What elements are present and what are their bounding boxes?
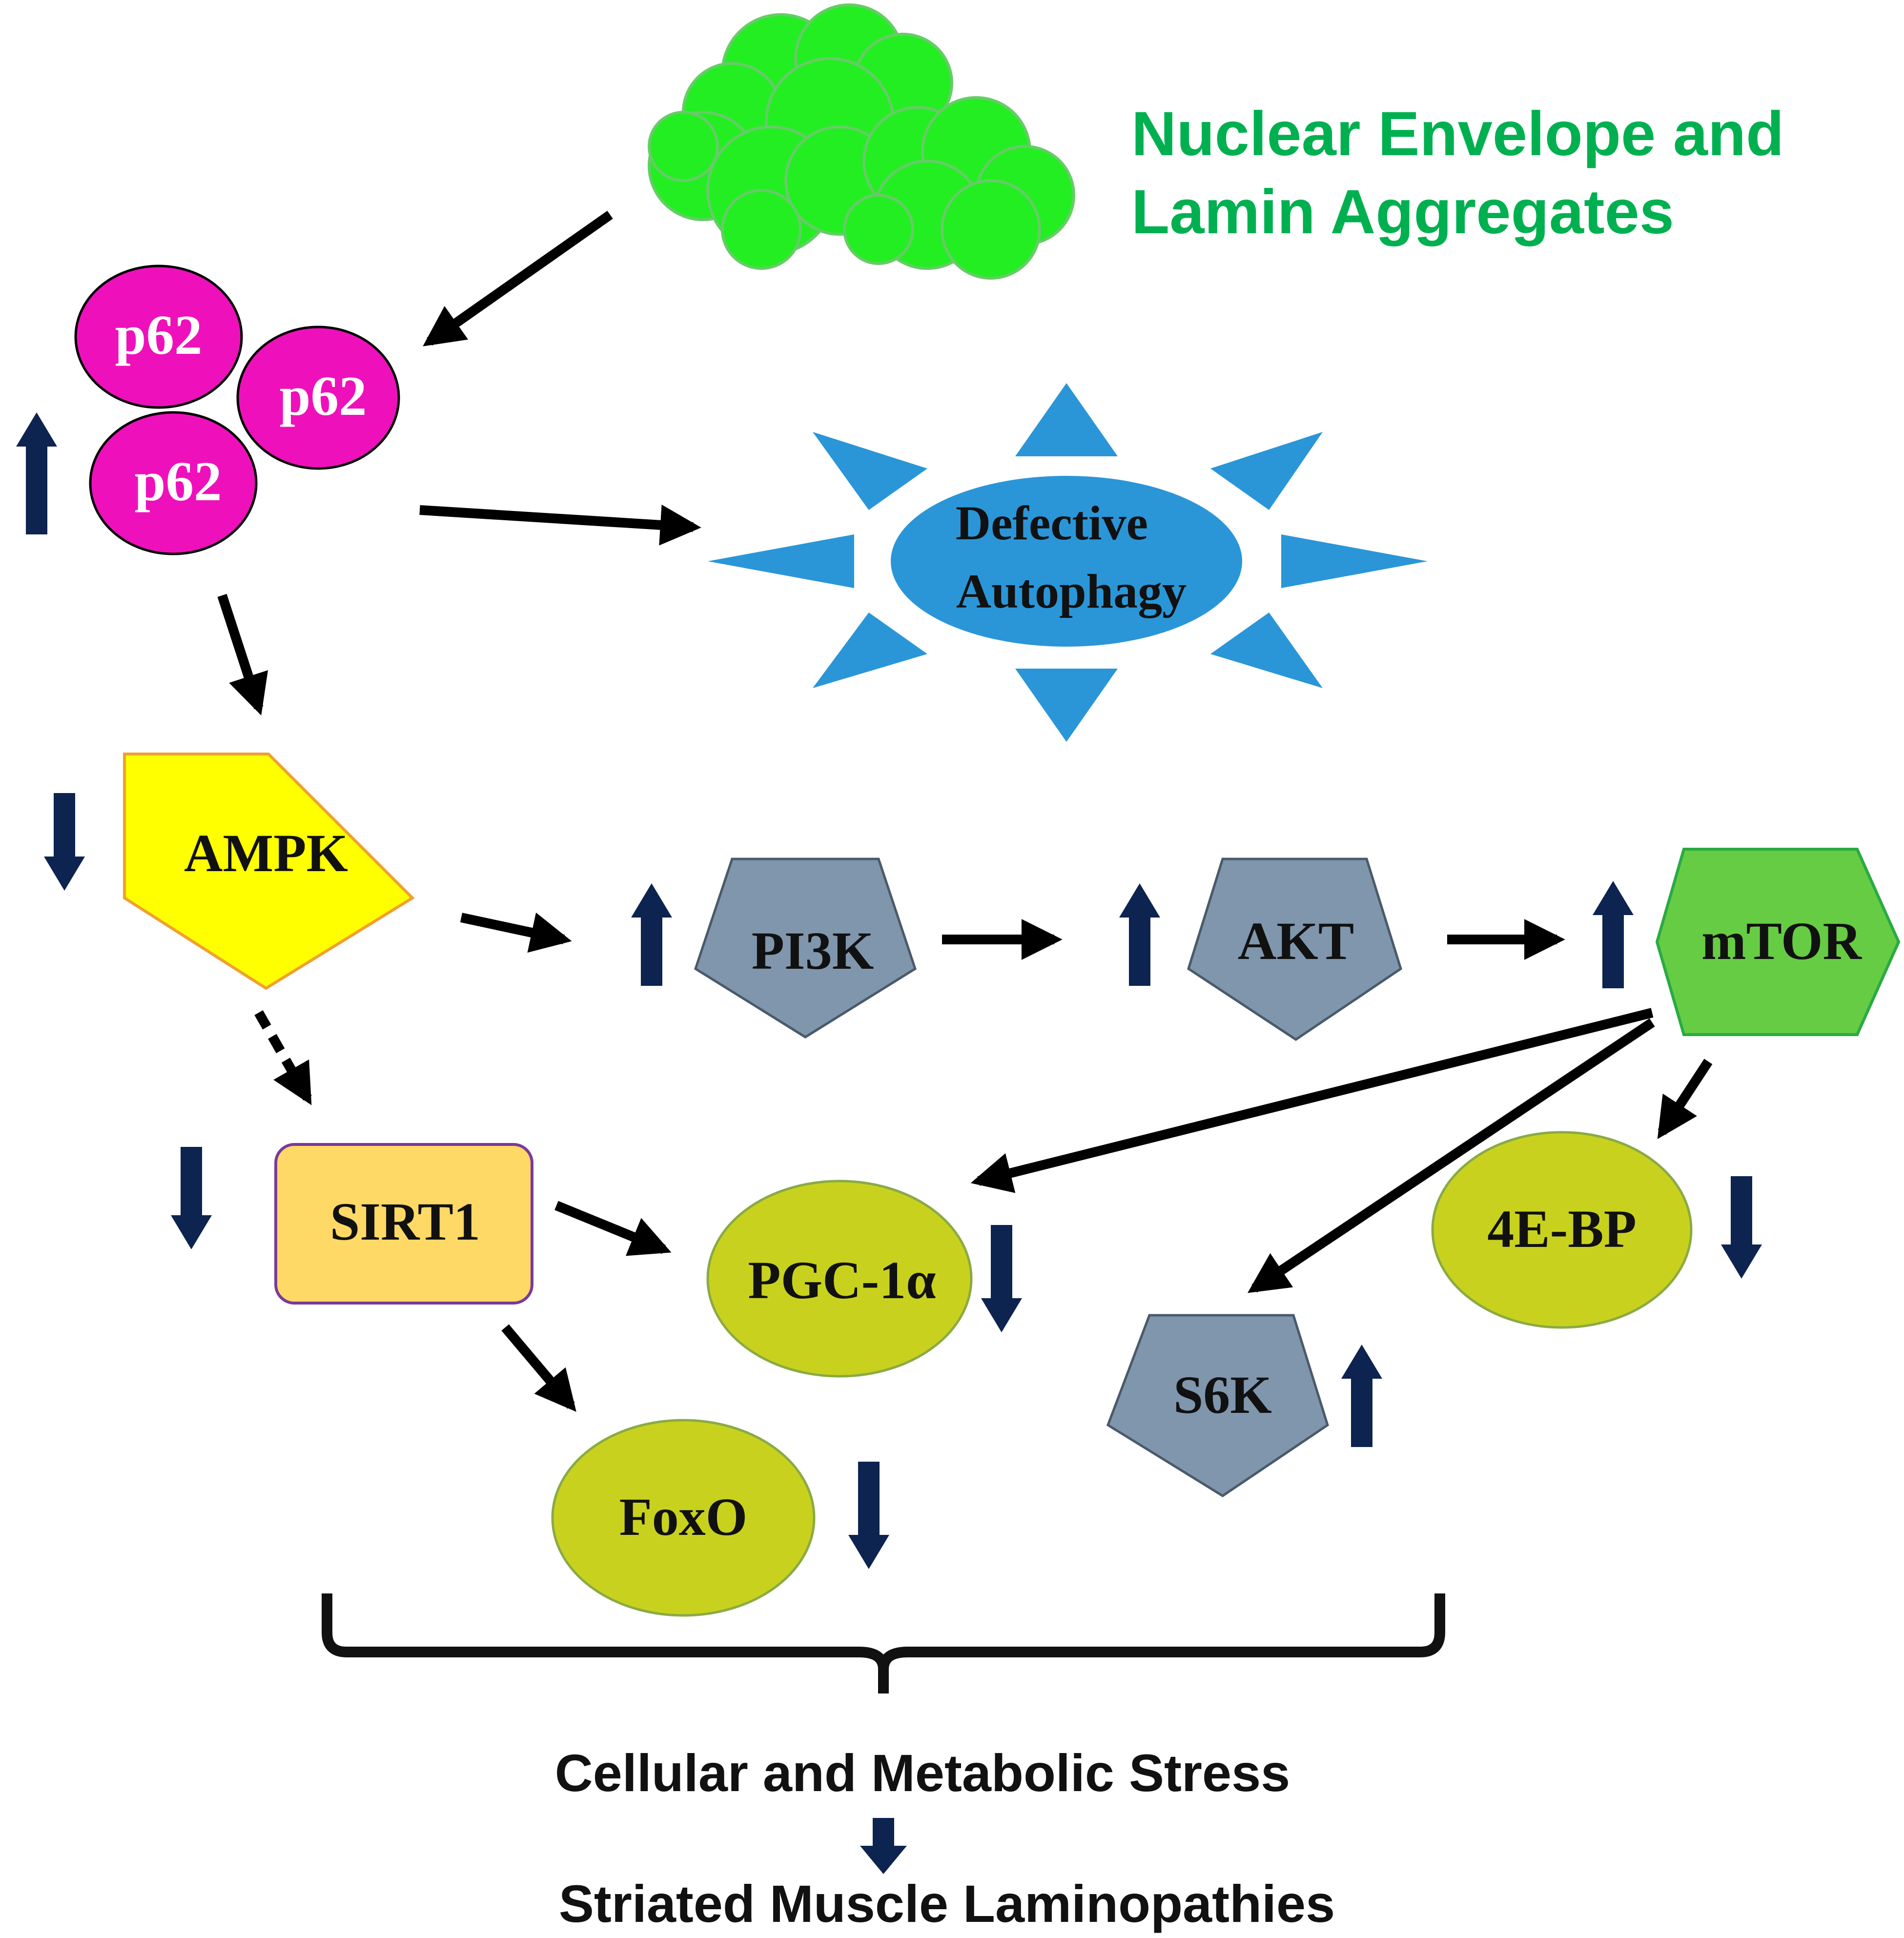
autophagy-star-rays xyxy=(708,383,1428,742)
autophagy-label-line1: Defective xyxy=(956,496,1148,550)
4ebp-node: 4E-BP xyxy=(1431,1131,1693,1329)
down-arrow-icon xyxy=(44,793,85,891)
s6k-label: S6K xyxy=(1173,1365,1272,1425)
p62-label-1: p62 xyxy=(115,304,203,366)
lamin-aggregates-icon xyxy=(648,3,1075,280)
down-arrow-icon xyxy=(1721,1176,1762,1279)
up-arrow-icon xyxy=(1341,1345,1382,1447)
down-arrow-icon xyxy=(848,1462,889,1569)
outcome-disease-text: Striated Muscle Laminopathies xyxy=(559,1874,1335,1933)
arrow-ampk-to-sirt1-dashed xyxy=(254,1010,312,1105)
arrow-mtor-to-4ebp xyxy=(1657,1059,1713,1140)
defective-autophagy-node: Defective Autophagy xyxy=(708,383,1428,742)
arrow-p62-to-ampk xyxy=(217,593,268,715)
autophagy-label-line2: Autophagy xyxy=(956,564,1187,618)
regulation-arrows xyxy=(16,412,1762,1874)
pathway-edges xyxy=(217,210,1713,1412)
sirt1-label: SIRT1 xyxy=(330,1192,480,1251)
arrow-aggregates-to-p62 xyxy=(423,210,613,347)
p62-node-3: p62 xyxy=(89,411,258,555)
mtor-label: mTOR xyxy=(1701,911,1863,971)
4ebp-label: 4E-BP xyxy=(1487,1199,1637,1259)
arrow-p62-to-autophagy xyxy=(419,504,701,546)
down-arrow-icon xyxy=(981,1225,1022,1332)
arrow-mtor-to-pgc1a xyxy=(970,1008,1654,1193)
s6k-node: S6K xyxy=(1106,1314,1329,1497)
up-arrow-icon xyxy=(16,412,57,534)
pi3k-node: PI3K xyxy=(694,857,917,1039)
arrow-sirt1-to-pgc1a xyxy=(554,1201,672,1256)
arrow-mtor-to-s6k xyxy=(1248,1018,1655,1293)
p62-node-2: p62 xyxy=(236,326,400,470)
pi3k-label: PI3K xyxy=(752,921,874,980)
mtor-node: mTOR xyxy=(1655,848,1901,1036)
outcome-brace xyxy=(322,1593,1445,1693)
p62-label-2: p62 xyxy=(280,365,367,427)
aggregates-title-line2: Lamin Aggregates xyxy=(1131,177,1674,247)
down-arrow-icon xyxy=(860,1818,907,1874)
ampk-label: AMPK xyxy=(184,823,348,883)
up-arrow-icon xyxy=(1593,881,1634,988)
aggregates-title-line1: Nuclear Envelope and xyxy=(1131,99,1784,169)
down-arrow-icon xyxy=(171,1147,212,1249)
up-arrow-icon xyxy=(631,883,672,986)
foxo-node: FoxO xyxy=(551,1419,816,1617)
sirt1-node: SIRT1 xyxy=(274,1143,533,1305)
p62-node-1: p62 xyxy=(74,265,243,409)
ampk-node: AMPK xyxy=(123,753,415,990)
outcome-stress-text: Cellular and Metabolic Stress xyxy=(555,1743,1290,1802)
p62-label-3: p62 xyxy=(135,450,222,512)
up-arrow-icon xyxy=(1119,883,1160,986)
foxo-label: FoxO xyxy=(619,1487,748,1547)
akt-node: AKT xyxy=(1187,857,1402,1041)
arrow-sirt1-to-foxo xyxy=(501,1324,576,1412)
arrow-ampk-to-pi3k xyxy=(460,912,572,953)
pgc1a-label: PGC-1α xyxy=(748,1250,936,1310)
pgc1a-node: PGC-1α xyxy=(706,1180,973,1378)
akt-label: AKT xyxy=(1238,911,1354,971)
